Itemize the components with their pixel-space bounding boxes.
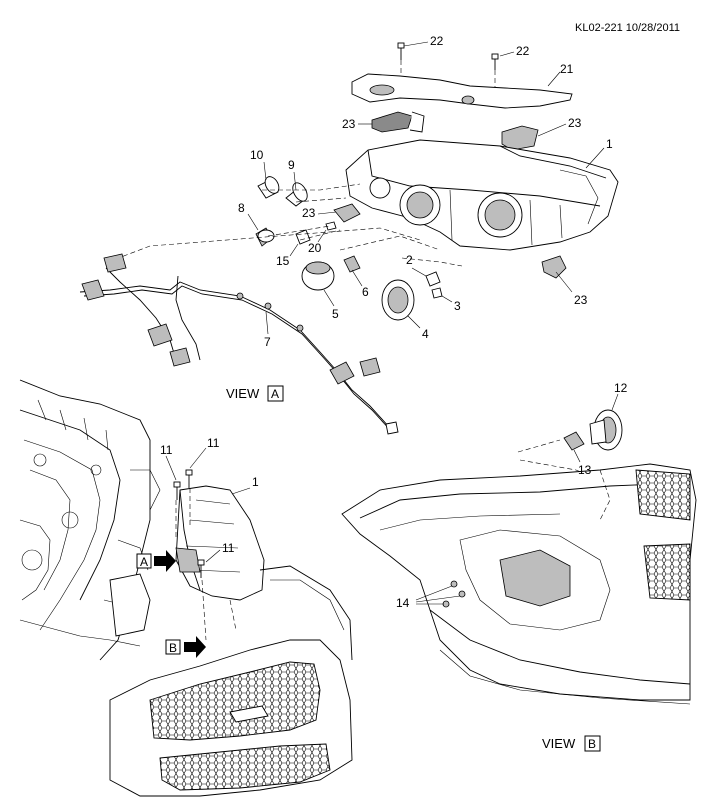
- view-b-letter: B: [588, 737, 596, 751]
- view-a-letter: A: [271, 387, 279, 401]
- view-a-label: VIEW: [226, 386, 260, 401]
- view-b-box: [584, 735, 601, 752]
- callout-23-lower: 23: [574, 293, 588, 307]
- callout-1-lower: 1: [252, 475, 259, 489]
- screw-20: [325, 221, 337, 231]
- callout-11-lower: 11: [222, 541, 235, 555]
- callout-22-left: 22: [430, 34, 444, 48]
- arrow-b-letter: B: [169, 641, 177, 655]
- callout-7: 7: [264, 335, 271, 349]
- headlamp-cover: [351, 73, 573, 109]
- fog-lamp-12: [589, 409, 623, 451]
- callout-14: 14: [396, 596, 410, 610]
- bracket-23-small: [333, 203, 361, 223]
- socket-6: [343, 255, 361, 273]
- callout-15: 15: [276, 254, 290, 268]
- wiring-harness: [79, 253, 399, 435]
- arrow-a-letter: A: [140, 555, 148, 569]
- callout-20: 20: [308, 241, 322, 255]
- callout-10: 10: [250, 148, 264, 162]
- socket-13: [563, 431, 585, 451]
- cap-4: [381, 279, 415, 321]
- headlamp-installed: [175, 485, 265, 601]
- bracket-23-lower: [541, 255, 567, 279]
- callout-8: 8: [238, 201, 245, 215]
- callout-5: 5: [332, 307, 339, 321]
- fog-lamp-view: [341, 393, 697, 705]
- vehicle-front-view: [19, 379, 353, 797]
- callout-4: 4: [422, 327, 429, 341]
- callout-11-right: 11: [207, 436, 220, 450]
- view-a-box: [267, 385, 284, 402]
- bolt-11-left: [173, 481, 181, 500]
- callout-12: 12: [614, 381, 628, 395]
- callout-21: 21: [560, 62, 574, 76]
- bolt-11-right: [185, 469, 193, 488]
- callout-23-right: 23: [568, 116, 582, 130]
- callout-2: 2: [406, 253, 413, 267]
- bolt-11-lower: [197, 559, 205, 578]
- cap-5: [301, 261, 335, 291]
- bracket-23-right: [501, 125, 539, 151]
- adjuster-2: [425, 271, 441, 287]
- callout-3: 3: [454, 299, 461, 313]
- callout-6: 6: [362, 285, 369, 299]
- headlamp-exploded-view: [79, 41, 619, 435]
- callout-23-small: 23: [302, 206, 316, 220]
- socket-8: [255, 227, 275, 247]
- view-b-label: VIEW: [542, 736, 576, 751]
- bulb-10: [257, 176, 280, 199]
- callout-13: 13: [578, 463, 592, 477]
- callout-9: 9: [288, 158, 295, 172]
- callout-1-top: 1: [606, 137, 613, 151]
- callout-11-left: 11: [160, 443, 173, 457]
- screw-3: [431, 287, 443, 299]
- diagram-code: KL02-221 10/28/2011: [575, 22, 680, 34]
- headlamp-assembly: [345, 139, 619, 251]
- bracket-23-left: [371, 111, 413, 133]
- arrow-b: [165, 636, 206, 658]
- bulb-9: [285, 182, 308, 207]
- callout-23-left: 23: [342, 117, 356, 131]
- arrow-a: [136, 550, 176, 572]
- callout-22-right: 22: [516, 44, 530, 58]
- bolt-22-left: [397, 42, 405, 88]
